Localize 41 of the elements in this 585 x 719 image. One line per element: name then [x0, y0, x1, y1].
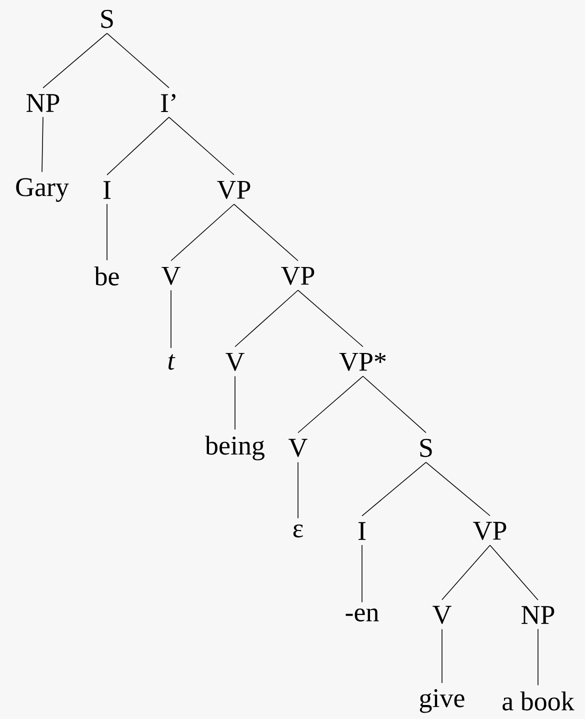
category-label: S	[101, 10, 113, 28]
tree-branch	[234, 376, 236, 430]
category-label: V	[162, 266, 180, 286]
tree-branch	[170, 204, 234, 262]
word-label: give	[420, 689, 464, 713]
tree-branch	[490, 544, 538, 600]
tree-branch	[42, 116, 44, 172]
word-label: t	[168, 354, 176, 370]
tree-branch	[362, 376, 426, 434]
tree-branch	[106, 204, 108, 261]
tree-branch	[168, 116, 234, 176]
tree-branch	[442, 544, 490, 600]
word-label: be	[94, 266, 119, 286]
word-label: Gary	[16, 178, 69, 202]
category-label: V	[288, 438, 308, 458]
category-label: I	[103, 181, 111, 199]
word-label: ε	[293, 524, 303, 538]
tree-branch	[42, 32, 108, 88]
category-label: S	[420, 438, 432, 458]
word-label: a book	[502, 691, 574, 710]
tree-branch	[170, 290, 172, 348]
tree-branch	[426, 462, 490, 516]
word-label: being	[205, 436, 264, 460]
tree-branch	[298, 290, 364, 348]
tree-branch	[298, 376, 364, 434]
category-label: VP	[473, 522, 506, 540]
category-label: VP	[217, 180, 250, 200]
category-label: I	[358, 522, 366, 540]
tree-branch	[234, 290, 298, 348]
category-label: I’	[160, 94, 176, 112]
category-label: VP*	[339, 352, 386, 372]
word-label: -en	[346, 608, 379, 622]
tree-branch	[106, 32, 170, 88]
category-label: V	[432, 606, 452, 624]
category-label: NP	[26, 94, 60, 112]
category-label: VP	[281, 266, 314, 286]
tree-branch	[234, 204, 298, 262]
tree-branch	[106, 116, 170, 176]
category-label: V	[226, 352, 244, 372]
category-label: NP	[522, 606, 554, 624]
tree-branch	[362, 462, 426, 516]
